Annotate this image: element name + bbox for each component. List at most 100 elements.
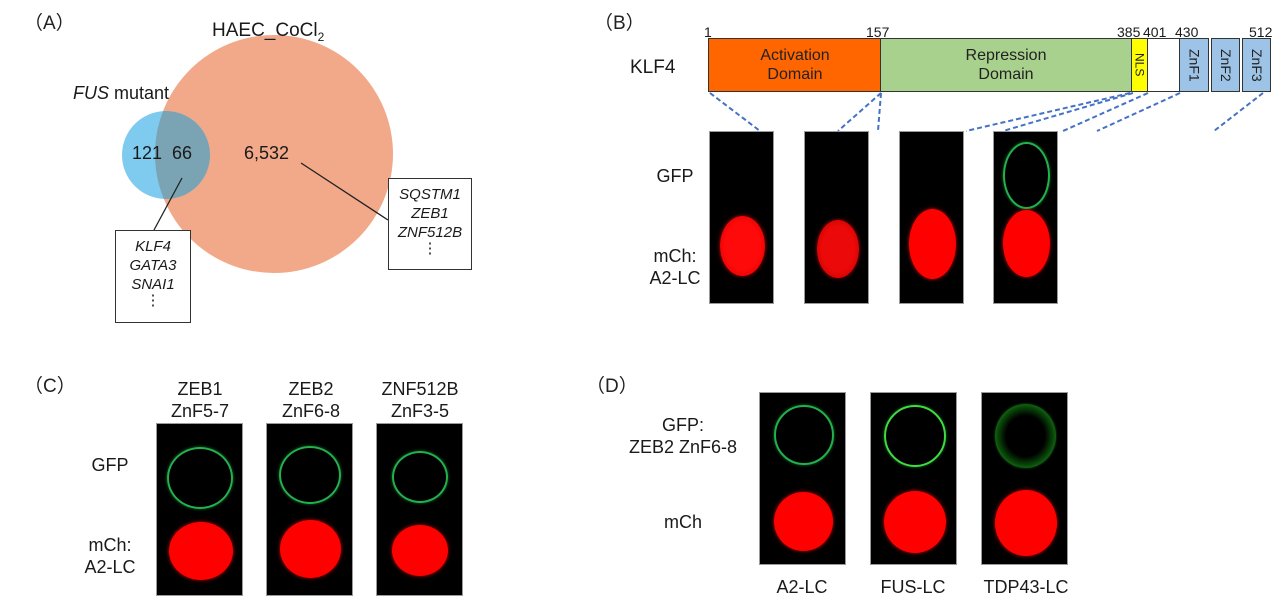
position-label: 385: [1117, 24, 1141, 40]
mapping-line: [877, 92, 882, 132]
domain-label: ZnF2: [1217, 48, 1234, 82]
haec-set-label: HAEC_CoCl2: [212, 20, 324, 44]
protein-name: KLF4: [630, 57, 676, 78]
fus-label-italic: FUS: [73, 83, 109, 103]
panel-b-label: （B）: [594, 13, 645, 34]
d-row-label-gfp: GFP: ZEB2 ZnF6-8: [608, 414, 758, 458]
mch-droplet: [720, 216, 765, 276]
gfp-ring: [884, 405, 946, 467]
haec-gene-list: SQSTM1 ZEB1 ZNF512B ⋮: [388, 178, 472, 270]
mapping-line: [1213, 92, 1264, 132]
mapping-line: [1096, 92, 1181, 132]
b-image-repression: [804, 131, 869, 304]
gfp-ring: [392, 451, 448, 503]
gene-list-ellipsis: ⋮: [422, 240, 438, 257]
column-header-line: ZEB2: [288, 379, 334, 399]
haec-callout-line: [300, 162, 389, 221]
column-header-line: ZNF512B: [381, 379, 459, 399]
column-header-line: ZEB1: [177, 379, 223, 399]
mch-droplet: [909, 209, 956, 279]
znf1-domain: ZnF1: [1179, 38, 1209, 92]
b-image-nls: [899, 131, 964, 304]
row-label-line: A2-LC: [84, 557, 136, 577]
c-image-zeb1: [156, 423, 243, 596]
count-fus-only: 121: [132, 143, 163, 163]
znf3-domain: ZnF3: [1242, 38, 1271, 92]
domain-label: Domain: [978, 66, 1034, 83]
znf2-domain: ZnF2: [1211, 38, 1240, 92]
panel-c-label: （C）: [24, 376, 76, 397]
mapping-line: [965, 92, 1131, 132]
domain-label: ZnF1: [1186, 48, 1203, 82]
mch-droplet: [1003, 210, 1050, 277]
column-header-line: ZnF3-5: [390, 401, 450, 421]
fus-label-rest: mutant: [109, 83, 170, 103]
gene-list-ellipsis: ⋮: [145, 292, 161, 309]
b-row-label-gfp: GFP: [656, 166, 694, 186]
gfp-ring: [1003, 142, 1050, 209]
position-label: 512: [1249, 24, 1273, 40]
haec-label-subscript: 2: [317, 29, 325, 44]
panel-d-label: （D）: [586, 376, 638, 397]
c-column-header: ZNF512B ZnF3-5: [370, 378, 470, 422]
mch-droplet: [884, 491, 946, 553]
overlap-gene-list: KLF4 GATA3 SNAI1 ⋮: [115, 230, 191, 323]
d-image-a2lc: [759, 392, 846, 565]
domain-label: Activation: [760, 46, 830, 64]
d-column-label: FUS-LC: [880, 577, 946, 597]
gene-item: ZEB1: [411, 205, 449, 222]
c-column-header: ZEB2 ZnF6-8: [261, 378, 361, 422]
mch-droplet: [392, 525, 448, 576]
mch-droplet: [817, 220, 859, 278]
linker-region: [1147, 38, 1180, 92]
c-image-zeb2: [266, 423, 353, 596]
mch-droplet: [995, 490, 1057, 556]
overlap-callout-line: [153, 177, 183, 231]
mch-droplet: [774, 492, 833, 551]
position-label: 1: [704, 24, 712, 40]
count-haec-only: 6,532: [244, 143, 290, 163]
count-overlap: 66: [172, 143, 193, 163]
c-column-header: ZEB1 ZnF5-7: [150, 378, 250, 422]
haec-label-text: HAEC_CoCl: [212, 20, 318, 41]
venn-diagram: [122, 35, 393, 273]
d-row-label-mch: mCh: [663, 512, 702, 532]
d-column-label: TDP43-LC: [983, 577, 1069, 597]
b-image-znf: [993, 131, 1058, 304]
row-label-line: GFP:: [661, 415, 704, 435]
mch-droplet: [169, 522, 233, 580]
domain-label: Domain: [767, 66, 823, 83]
gfp-ring: [279, 446, 341, 504]
c-row-label-mch: mCh: A2-LC: [75, 534, 145, 578]
d-image-fuslc: [870, 392, 957, 565]
mch-droplet: [280, 520, 341, 578]
domain-label: ZnF3: [1248, 48, 1265, 82]
nls-domain: NLS: [1131, 38, 1148, 92]
position-label: 401: [1143, 24, 1167, 40]
row-label-line: A2-LC: [649, 268, 701, 288]
c-row-label-gfp: GFP: [91, 455, 129, 475]
fus-set-label: FUS mutant: [73, 83, 169, 104]
gene-item: SQSTM1: [399, 186, 461, 203]
b-row-label-mch: mCh: A2-LC: [640, 245, 710, 289]
c-image-znf512b: [376, 423, 463, 596]
gene-item: GATA3: [129, 257, 177, 274]
d-image-tdp43lc: [981, 392, 1068, 565]
column-header-line: ZnF6-8: [281, 401, 341, 421]
row-label-line: ZEB2 ZnF6-8: [628, 437, 738, 457]
domain-label: NLS: [1132, 53, 1147, 77]
gene-item: SNAI1: [131, 276, 175, 293]
venn-haec-circle: [155, 35, 393, 273]
position-label: 430: [1175, 24, 1199, 40]
mapping-line: [709, 92, 761, 132]
gene-item: KLF4: [135, 238, 171, 255]
mapping-line: [1002, 92, 1134, 132]
mapping-line: [1062, 92, 1149, 132]
column-header-line: ZnF5-7: [170, 401, 230, 421]
gfp-ring: [995, 404, 1056, 468]
mapping-line: [837, 92, 882, 132]
gene-item: ZNF512B: [397, 224, 463, 241]
position-label: 157: [866, 24, 890, 40]
